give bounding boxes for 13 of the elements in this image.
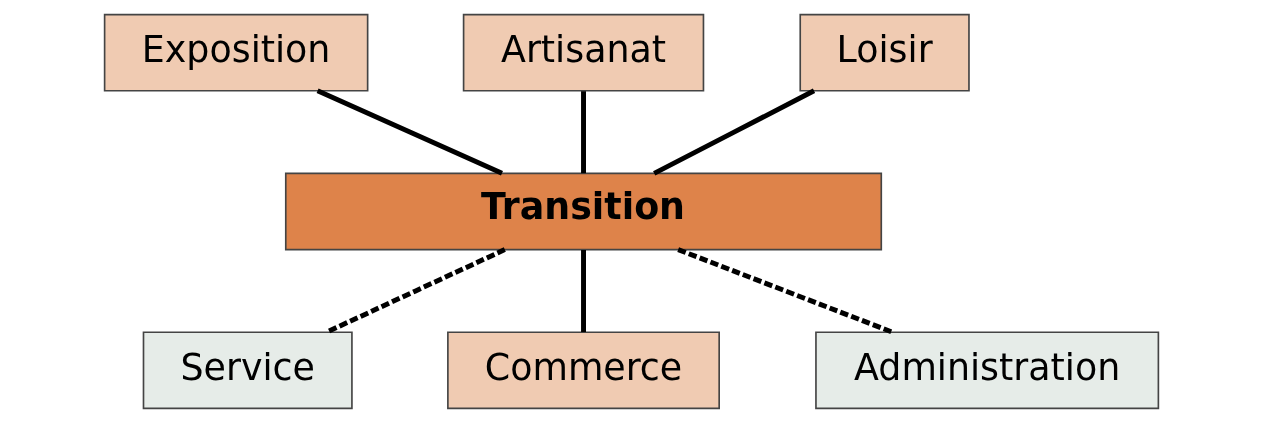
node-box: Administration <box>815 331 1160 410</box>
node-box: Service <box>142 331 353 410</box>
connector <box>653 88 816 176</box>
connector <box>581 91 586 174</box>
node-box: Loisir <box>799 13 970 92</box>
node-box: Exposition <box>103 13 369 92</box>
node-box: Commerce <box>447 331 720 410</box>
connector <box>677 247 894 335</box>
node-box: Artisanat <box>462 13 705 92</box>
connector <box>581 250 586 333</box>
node-box: Transition <box>284 172 883 251</box>
connector <box>325 247 506 335</box>
connector <box>316 88 503 176</box>
